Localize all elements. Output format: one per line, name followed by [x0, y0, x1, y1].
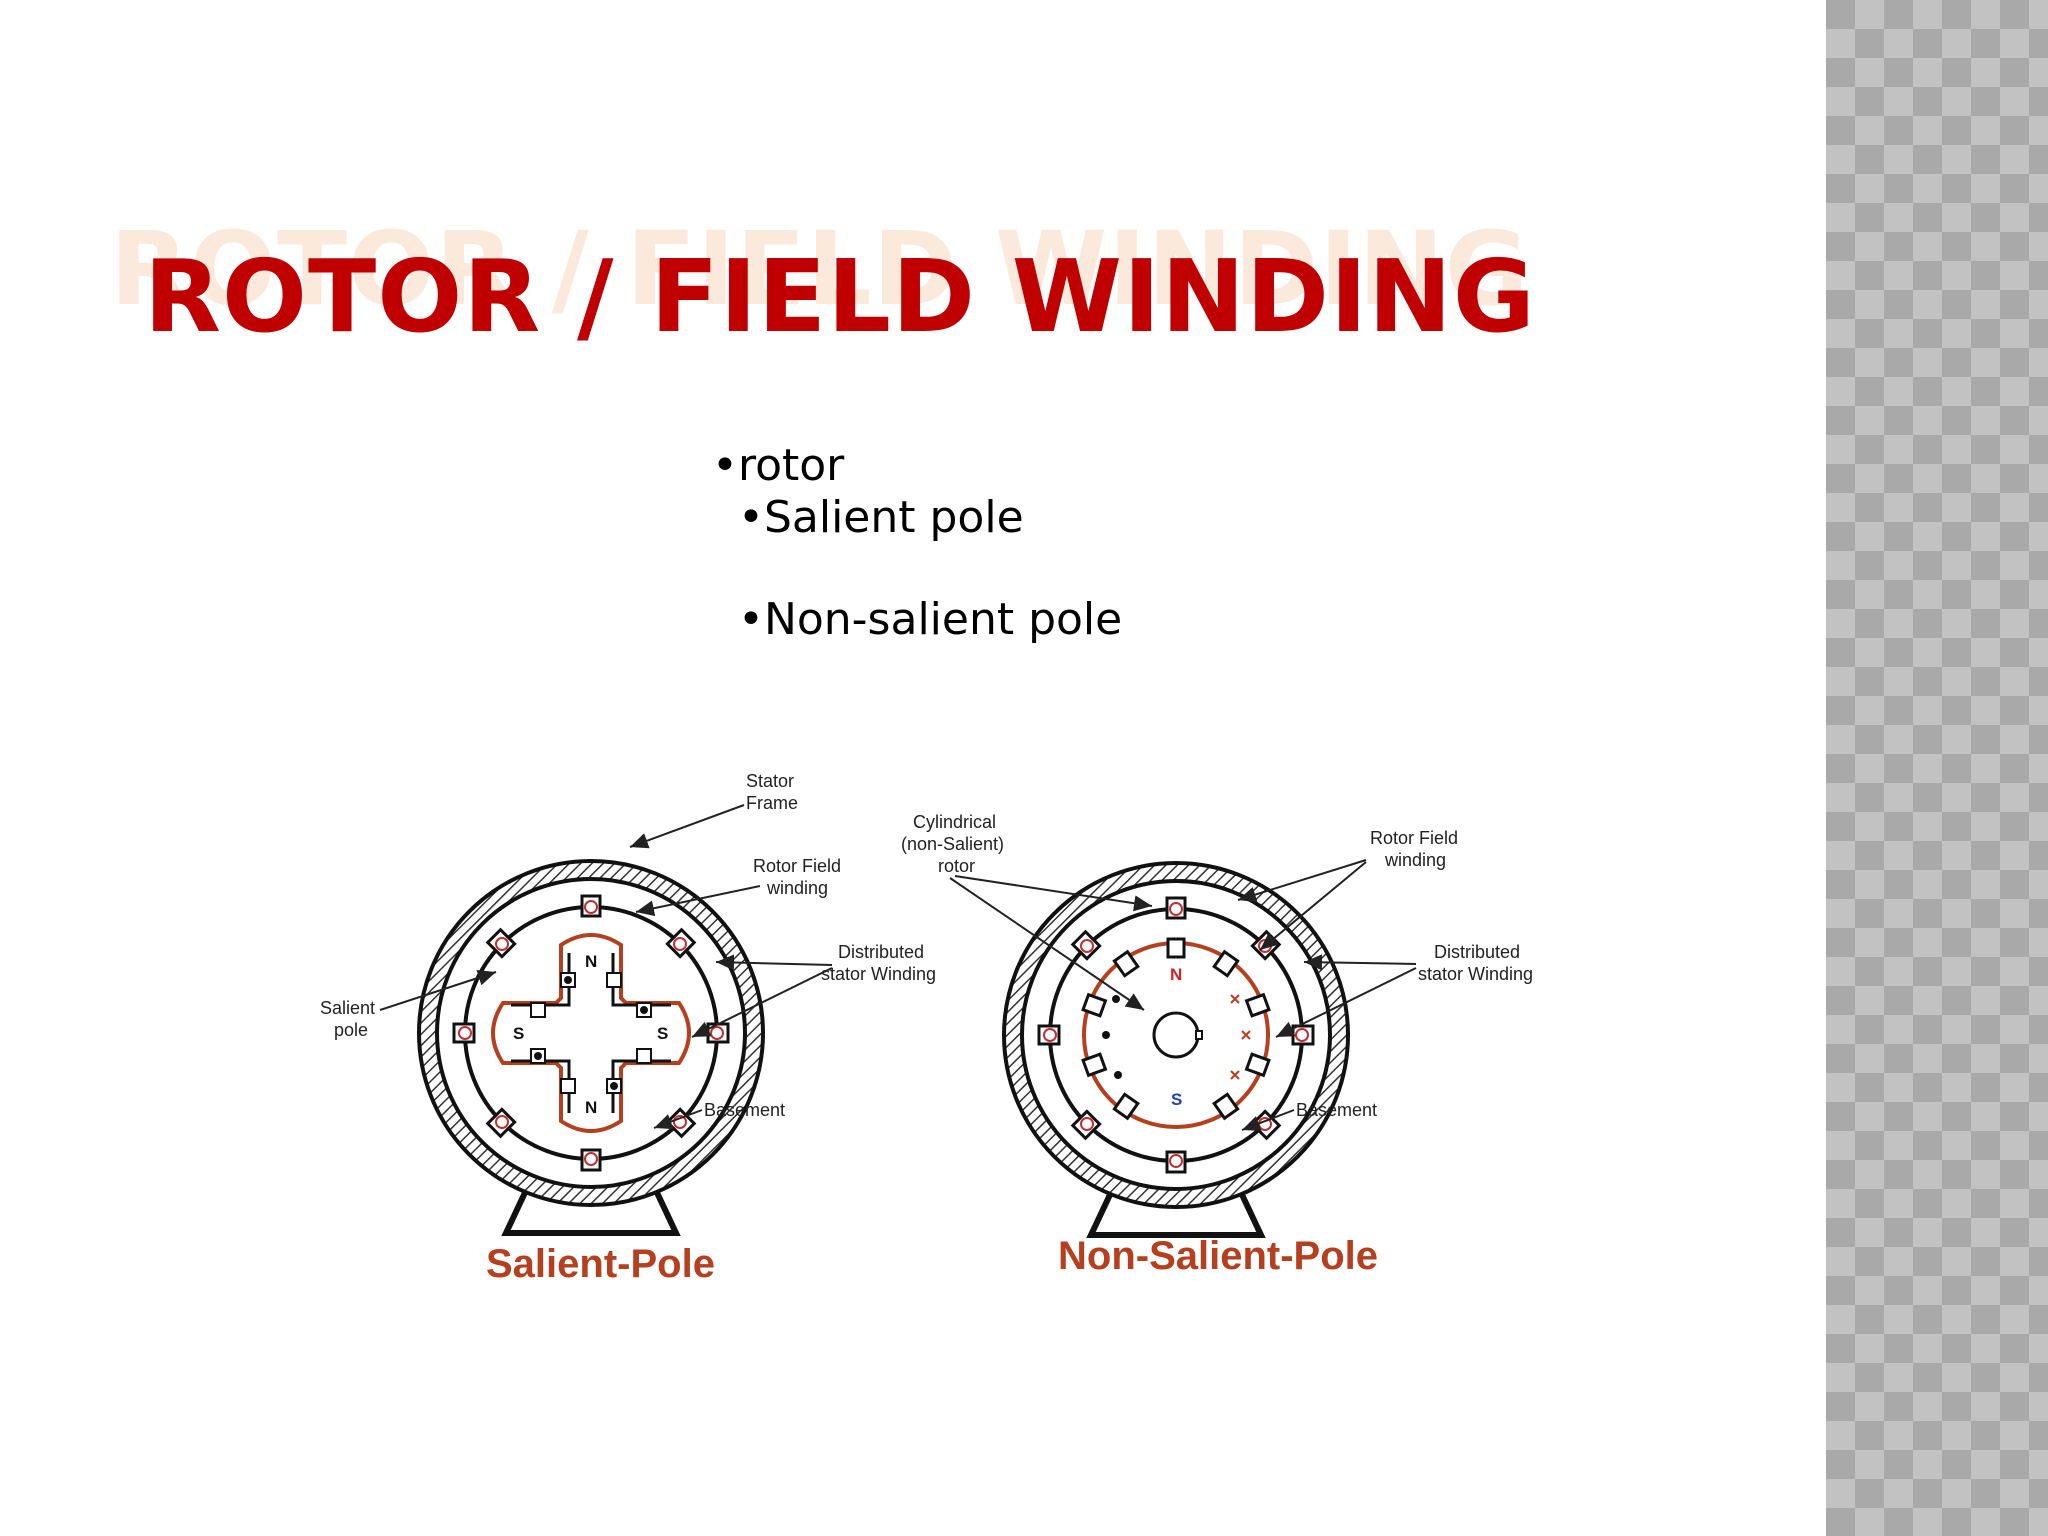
label-stator-frame-2: Frame [746, 793, 798, 813]
label-stator-frame-1: Stator [746, 771, 794, 791]
label-rotor-field-1: Rotor Field [753, 856, 841, 876]
pole-n-top-left: N [585, 952, 597, 971]
bullet-text: Salient pole [763, 492, 1024, 543]
label-rotor-field-right-2: winding [1384, 850, 1446, 870]
bullet-glyph: • [738, 492, 764, 543]
bullet-non-salient-pole: •Non-salient pole [738, 594, 1122, 645]
pole-s-right: S [1171, 1090, 1182, 1109]
salient-pole-machine: N N S S [417, 859, 765, 1236]
salient-labels: Stator Frame Rotor Field winding Distrib… [320, 771, 936, 1286]
bullet-rotor: •rotor [712, 440, 844, 491]
cylindrical-rotor: N S [1081, 937, 1271, 1129]
decorative-side-band [1826, 0, 2048, 1536]
label-salient-pole-1: Salient [320, 998, 375, 1018]
caption-salient-pole: Salient-Pole [486, 1242, 715, 1286]
bullet-text: rotor [737, 440, 845, 491]
label-basement-left: Basement [704, 1100, 785, 1120]
title-block: ROTOR / FIELD WINDING ROTOR / FIELD WIND… [110, 210, 1535, 360]
label-basement-right: Basement [1296, 1100, 1377, 1120]
machine-diagram: N N S S Stator Frame Rotor Field winding… [320, 771, 1533, 1286]
stator-conductors-left [458, 900, 724, 1166]
salient-rotor: N N S S [491, 933, 691, 1133]
label-distributed-right-1: Distributed [1434, 942, 1520, 962]
label-rotor-field-2: winding [766, 878, 828, 898]
bullet-text: Non-salient pole [763, 594, 1123, 645]
caption-non-salient-pole: Non-Salient-Pole [1058, 1234, 1378, 1278]
non-salient-labels: Cylindrical (non-Salient) rotor Rotor Fi… [901, 812, 1533, 1278]
label-distributed-right-2: stator Winding [1418, 964, 1533, 984]
bullet-glyph: • [712, 440, 738, 491]
pole-n-bottom-left: N [585, 1098, 597, 1117]
pole-s-right: S [657, 1024, 668, 1043]
label-cylindrical-2: (non-Salient) [901, 834, 1004, 854]
pole-n-right: N [1170, 965, 1182, 984]
label-rotor-field-right-1: Rotor Field [1370, 828, 1458, 848]
label-distributed-1: Distributed [838, 942, 924, 962]
label-cylindrical-1: Cylindrical [913, 812, 996, 832]
shaft [1152, 1011, 1200, 1059]
label-cylindrical-3: rotor [938, 856, 975, 876]
bullet-glyph: • [738, 594, 764, 645]
bullet-salient-pole: •Salient pole [738, 492, 1024, 543]
pole-s-left: S [513, 1024, 524, 1043]
label-distributed-2: stator Winding [821, 964, 936, 984]
title-shadow: ROTOR / FIELD WINDING [110, 210, 1530, 329]
label-salient-pole-2: pole [334, 1020, 368, 1040]
slide-title: ROTOR / FIELD WINDING [144, 238, 1536, 355]
